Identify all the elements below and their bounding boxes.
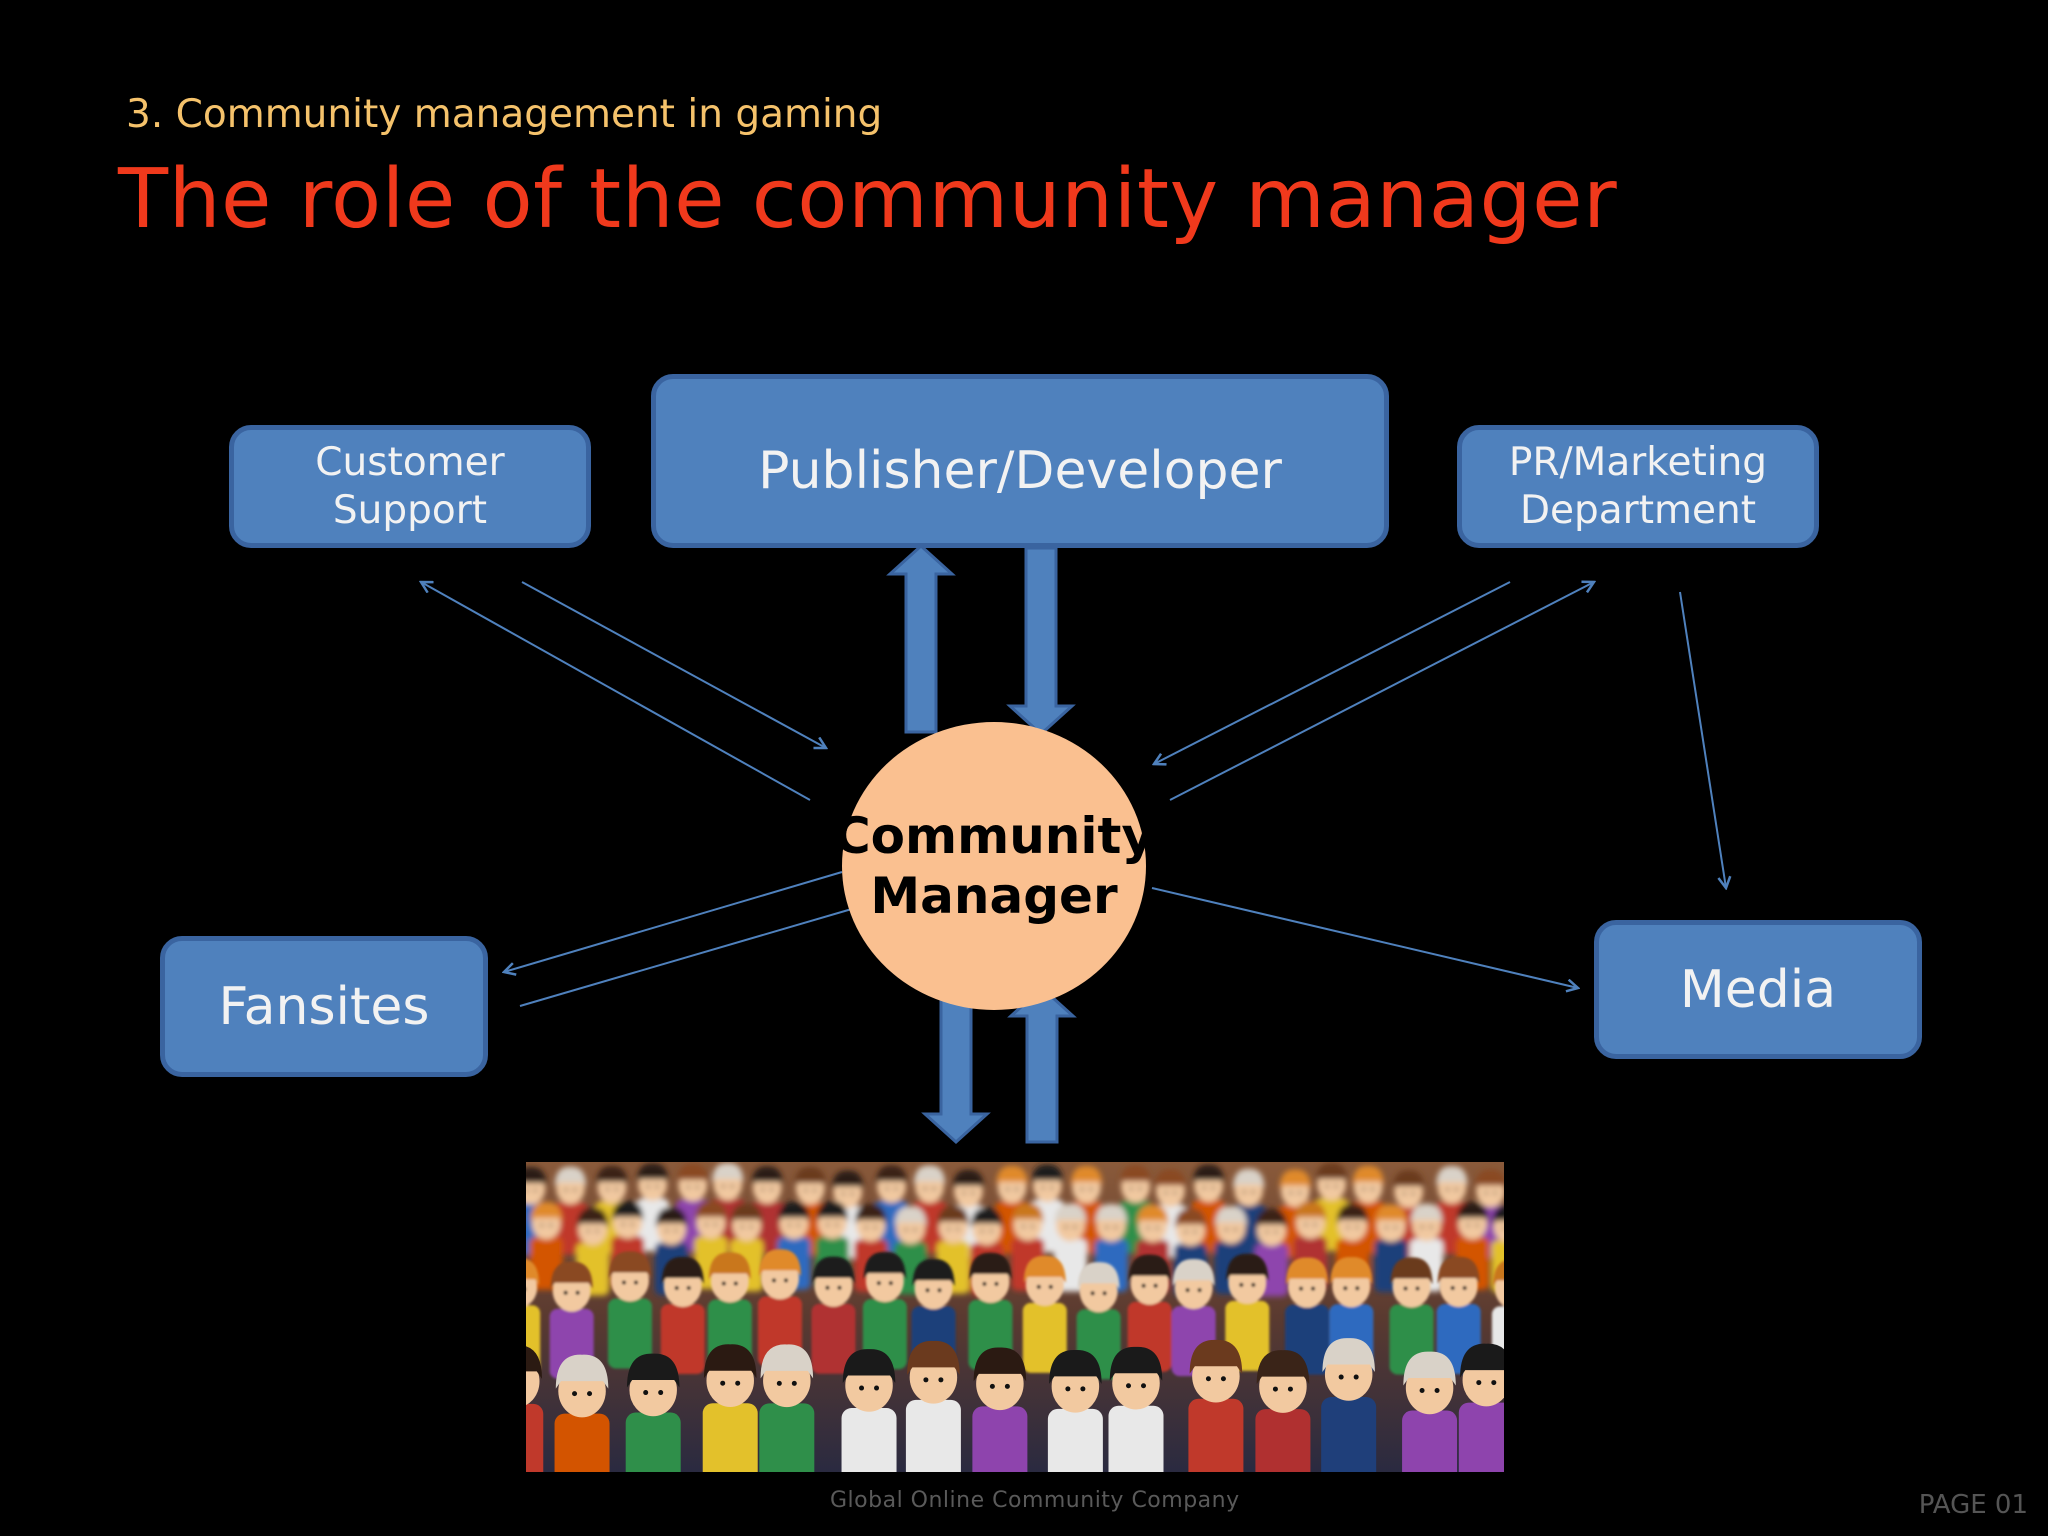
block-arrow-cm-to-publisher (886, 543, 956, 734)
customer-support-line2: Support (332, 487, 488, 533)
arrow-fansites-to-cm (519, 906, 862, 1007)
slide-title: The role of the community manager (118, 152, 1618, 247)
crowd-illustration (526, 1162, 1504, 1472)
block-arrow-cm-to-community (921, 988, 991, 1145)
block-arrow-publisher-to-cm (1006, 546, 1076, 737)
arrow-cm-to-customer-support (421, 582, 811, 801)
arrow-cm-to-pr (1169, 582, 1594, 801)
pr-marketing-line2: Department (1519, 487, 1756, 533)
node-publisher-developer: Publisher/Developer (651, 374, 1389, 548)
page-number: PAGE 01 (1918, 1490, 2028, 1520)
customer-support-line1: Customer (315, 439, 505, 485)
arrow-pr-to-cm (1154, 581, 1511, 764)
arrow-cm-to-media (1151, 887, 1578, 988)
node-media: Media (1594, 920, 1922, 1059)
fansites-label: Fansites (218, 976, 430, 1037)
node-fansites: Fansites (160, 936, 488, 1077)
section-subtitle: 3. Community management in gaming (126, 92, 883, 137)
footer-company: Global Online Community Company (830, 1488, 1240, 1513)
community-manager-line1: Community (833, 807, 1155, 865)
pr-marketing-line1: PR/Marketing (1508, 439, 1768, 485)
arrow-customer-support-to-cm (521, 581, 826, 748)
crowd-figurines-image (526, 1162, 1504, 1472)
arrow-pr-to-media (1679, 591, 1726, 888)
arrow-cm-to-fansites (504, 871, 843, 972)
community-manager-line2: Manager (870, 867, 1118, 925)
node-customer-support: Customer Support (229, 425, 591, 548)
media-label: Media (1679, 959, 1837, 1020)
node-community-manager: Community Manager (834, 722, 1154, 1010)
block-arrow-community-to-cm (1007, 985, 1077, 1144)
node-pr-marketing: PR/Marketing Department (1457, 425, 1819, 548)
publisher-label: Publisher/Developer (758, 441, 1282, 501)
